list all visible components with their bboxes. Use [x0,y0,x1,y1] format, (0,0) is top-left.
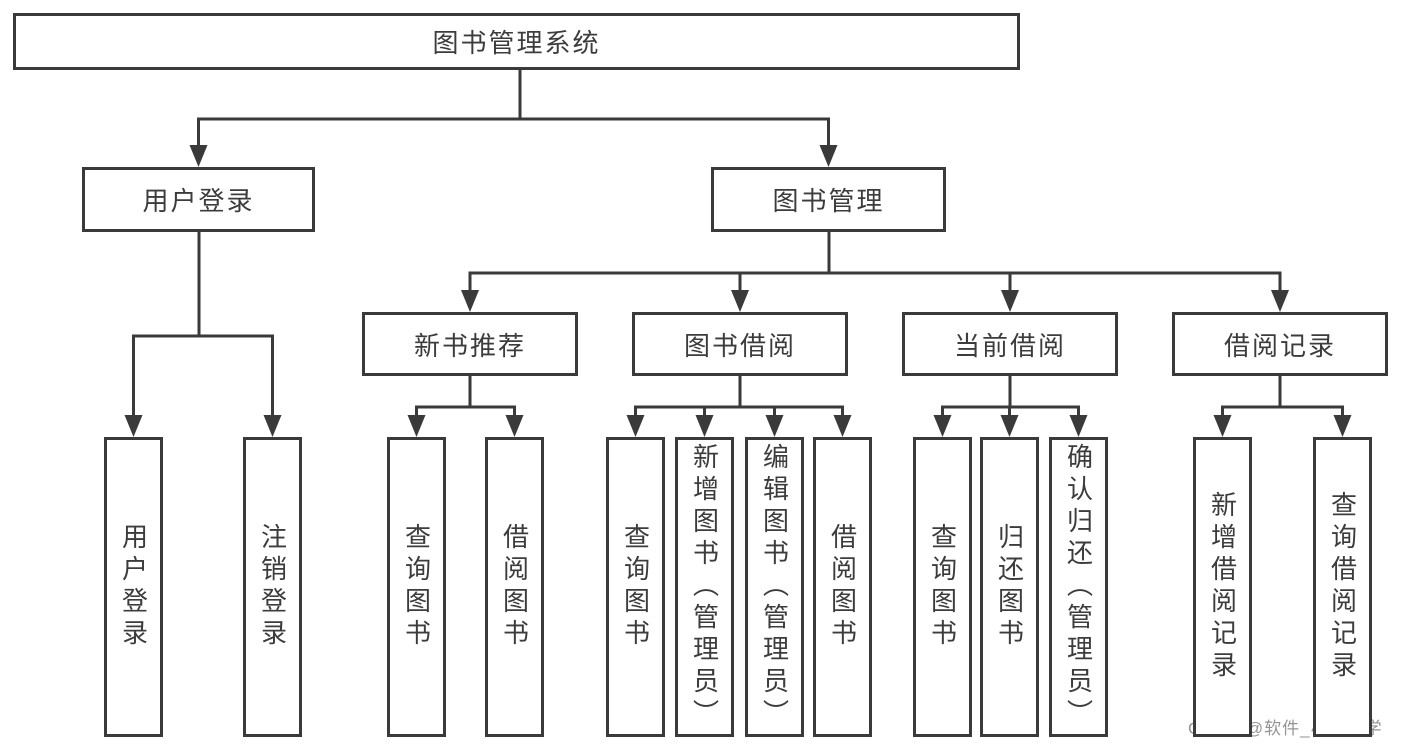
arrowhead-icon [695,415,714,437]
node-bor-edit-book: 编辑图书（管理员） [745,437,804,737]
node-label-bor-edit-book: 编辑图书（管理员） [759,443,790,731]
node-label-current-borrow: 当前借阅 [953,330,1066,361]
node-label-log-add-record: 新增借阅记录 [1207,491,1238,683]
arrowhead-icon [1271,290,1289,312]
node-cur-return-book: 归还图书 [980,437,1039,737]
node-bor-borrow-book: 借阅图书 [813,437,872,737]
node-cur-confirm: 确认归还（管理员） [1049,437,1108,737]
arrowhead-icon [1001,290,1019,312]
arrowhead-icon [1333,415,1352,437]
node-label-bor-query-book: 查询图书 [620,523,651,651]
node-label-rec-borrow-book: 借阅图书 [499,523,530,651]
node-do-login: 用户登录 [104,437,163,737]
node-log-query-record: 查询借阅记录 [1313,437,1372,737]
node-label-system: 图书管理系统 [432,28,601,58]
node-label-new-book-rec: 新书推荐 [413,330,526,361]
node-rec-borrow-book: 借阅图书 [485,437,544,737]
node-bor-add-book: 新增图书（管理员） [675,437,734,737]
node-bor-query-book: 查询图书 [606,437,665,737]
node-label-bor-add-book: 新增图书（管理员） [689,443,720,731]
arrowhead-icon [1213,415,1232,437]
arrowhead-icon [505,415,524,437]
node-book-mgmt: 图书管理 [711,167,946,232]
node-label-user-login: 用户登录 [142,186,255,216]
arrowhead-icon [407,415,426,437]
node-new-book-rec: 新书推荐 [362,312,578,376]
node-label-borrow-records: 借阅记录 [1223,330,1336,361]
arrowhead-icon [819,145,838,167]
arrowhead-icon [933,415,952,437]
node-current-borrow: 当前借阅 [902,312,1118,376]
arrowhead-icon [765,415,784,437]
node-label-cur-return-book: 归还图书 [994,523,1025,651]
node-log-add-record: 新增借阅记录 [1193,437,1252,737]
node-book-borrow: 图书借阅 [632,312,848,376]
node-rec-query-book: 查询图书 [387,437,446,737]
arrowhead-icon [626,415,645,437]
arrowhead-icon [461,290,479,312]
node-label-book-mgmt: 图书管理 [772,186,885,216]
arrowhead-icon [124,415,143,437]
node-label-do-login: 用户登录 [118,523,149,651]
node-label-cur-confirm: 确认归还（管理员） [1063,443,1094,731]
arrowhead-icon [1069,415,1088,437]
arrowhead-icon [263,415,282,437]
node-logout: 注销登录 [243,437,302,737]
node-borrow-records: 借阅记录 [1172,312,1388,376]
node-cur-query-book: 查询图书 [913,437,972,737]
arrowhead-icon [1000,415,1019,437]
node-label-logout: 注销登录 [257,523,288,651]
node-user-login: 用户登录 [82,167,315,232]
arrowhead-icon [731,290,749,312]
arrowhead-icon [833,415,852,437]
arrowhead-icon [189,145,208,167]
node-label-rec-query-book: 查询图书 [401,523,432,651]
node-system: 图书管理系统 [13,13,1020,70]
node-label-cur-query-book: 查询图书 [927,523,958,651]
node-label-book-borrow: 图书借阅 [683,330,796,361]
node-label-bor-borrow-book: 借阅图书 [827,523,858,651]
node-label-log-query-record: 查询借阅记录 [1327,491,1358,683]
